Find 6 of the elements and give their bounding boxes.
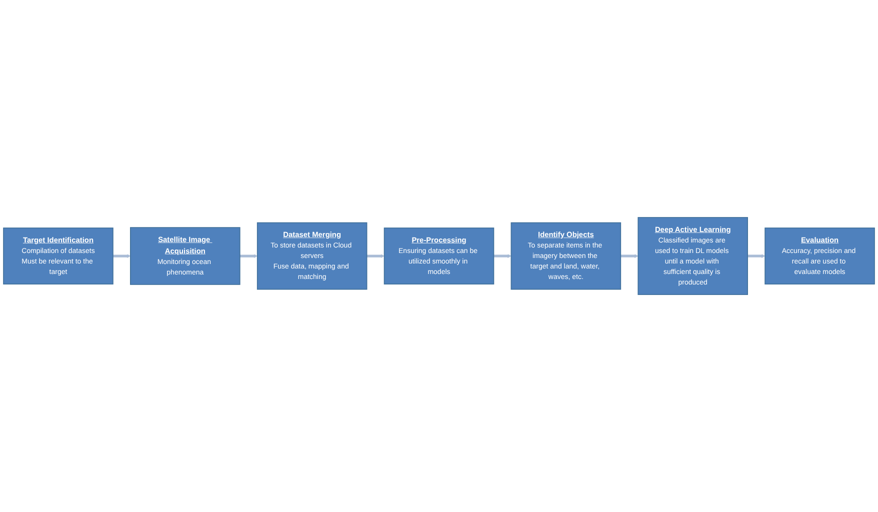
arrow (112, 254, 131, 258)
arrow (748, 254, 766, 258)
arrow (620, 254, 638, 258)
arrow (366, 254, 384, 258)
arrow (494, 254, 512, 258)
arrow (240, 254, 258, 258)
